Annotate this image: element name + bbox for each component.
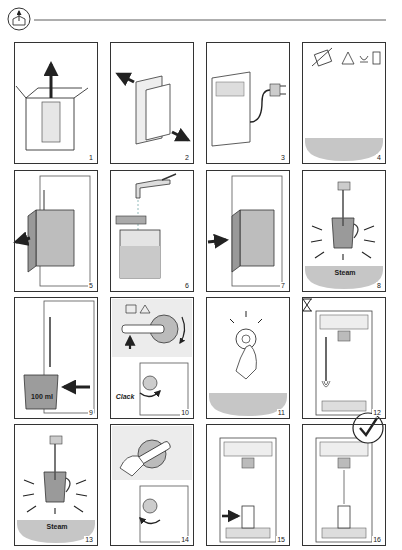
step-panel: 14 (110, 424, 194, 546)
step-number: 5 (88, 282, 94, 289)
step-number: 7 (280, 282, 286, 289)
step-number: 6 (184, 282, 190, 289)
step-number: 14 (180, 536, 190, 543)
step-panel: 5 (14, 170, 98, 292)
step-panel: 3 (206, 42, 290, 164)
step-number: 9 (88, 409, 94, 416)
step-number: 8 (376, 282, 382, 289)
step-number: 4 (376, 154, 382, 161)
step-number: 15 (276, 536, 286, 543)
step-panel: 1 (14, 42, 98, 164)
step-panel: Steam 13 (14, 424, 98, 546)
step-panel: 12 (302, 297, 386, 419)
step-number: 10 (180, 409, 190, 416)
step-panel: Clack 10 (110, 297, 194, 419)
step-panel: 2 (110, 42, 194, 164)
step-number: 12 (372, 409, 382, 416)
step-panel: 6 (110, 170, 194, 292)
panel-label: Steam (44, 522, 69, 531)
step-panel: 11 (206, 297, 290, 419)
step-number: 2 (184, 154, 190, 161)
step-number: 13 (84, 536, 94, 543)
step-panel: 16 (302, 424, 386, 546)
panel-label: Steam (332, 268, 357, 277)
panel-label: Clack (114, 392, 137, 401)
step-panel: 100 ml 9 (14, 297, 98, 419)
panel-label: 100 ml (29, 392, 55, 401)
step-panel: 7 (206, 170, 290, 292)
step-number: 3 (280, 154, 286, 161)
step-number: 1 (88, 154, 94, 161)
step-panel: 4 (302, 42, 386, 164)
step-panel: Steam 8 (302, 170, 386, 292)
step-number: 16 (372, 536, 382, 543)
step-panel: 15 (206, 424, 290, 546)
step-number: 11 (277, 409, 286, 416)
